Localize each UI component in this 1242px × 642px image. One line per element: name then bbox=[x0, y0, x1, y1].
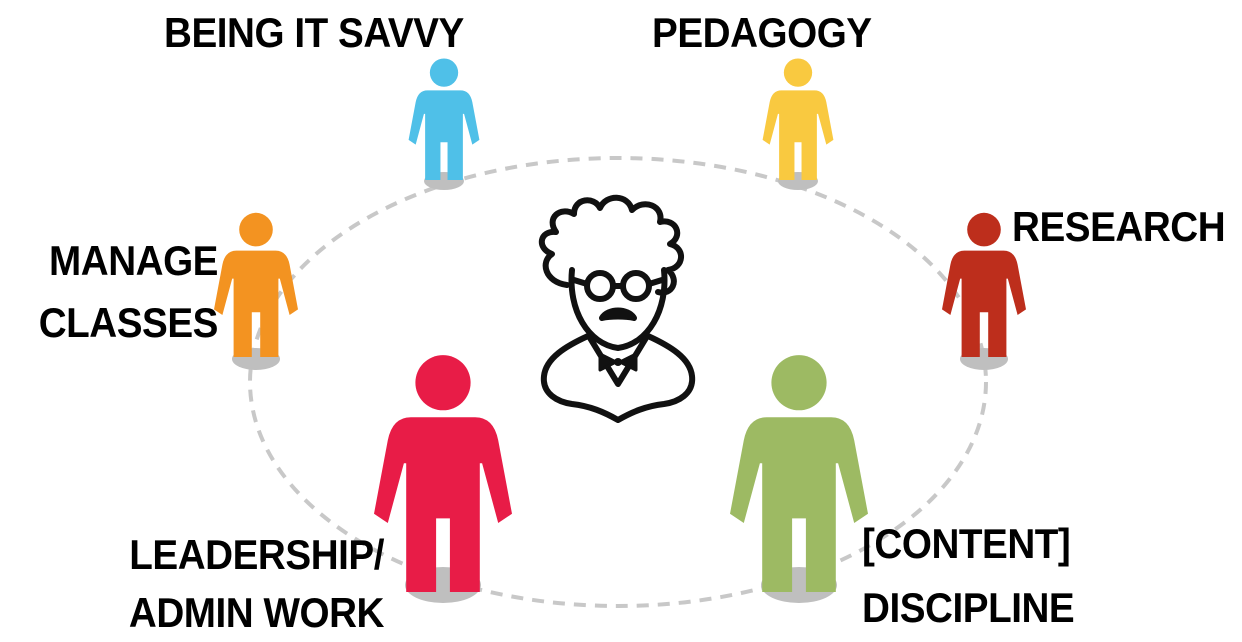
label-being-it-savvy: BEING IT SAVVY bbox=[164, 12, 464, 54]
label-line: RESEARCH bbox=[1012, 203, 1226, 250]
role-ring bbox=[248, 156, 988, 608]
label-line: [CONTENT] bbox=[862, 520, 1071, 567]
label-line: DISCIPLINE bbox=[862, 584, 1075, 631]
label-leadership-admin-work: LEADERSHIP/ ADMIN WORK bbox=[108, 526, 385, 642]
label-line: BEING IT SAVVY bbox=[164, 9, 464, 56]
diagram-canvas: BEING IT SAVVY PEDAGOGY RESEARCH MANAGE … bbox=[30, 12, 1226, 637]
bow-tie-icon bbox=[598, 352, 638, 372]
label-research: RESEARCH bbox=[1012, 203, 1226, 250]
label-content-discipline: [CONTENT] DISCIPLINE bbox=[862, 512, 1075, 640]
label-line: CLASSES bbox=[38, 299, 219, 346]
person-icon-lead bbox=[374, 355, 512, 592]
roles-diagram bbox=[214, 58, 1026, 608]
label-line: ADMIN WORK bbox=[128, 589, 385, 636]
label-line: PEDAGOGY bbox=[652, 9, 872, 56]
person-icon-ped bbox=[762, 58, 834, 180]
label-line: LEADERSHIP/ bbox=[129, 531, 384, 578]
label-pedagogy: PEDAGOGY bbox=[652, 12, 872, 54]
label-manage-classes: MANAGE CLASSES bbox=[30, 230, 219, 354]
bow-tie-knot bbox=[614, 358, 622, 366]
label-line: MANAGE bbox=[49, 237, 218, 284]
professor-icon bbox=[539, 194, 696, 423]
person-icon-it bbox=[408, 58, 480, 180]
